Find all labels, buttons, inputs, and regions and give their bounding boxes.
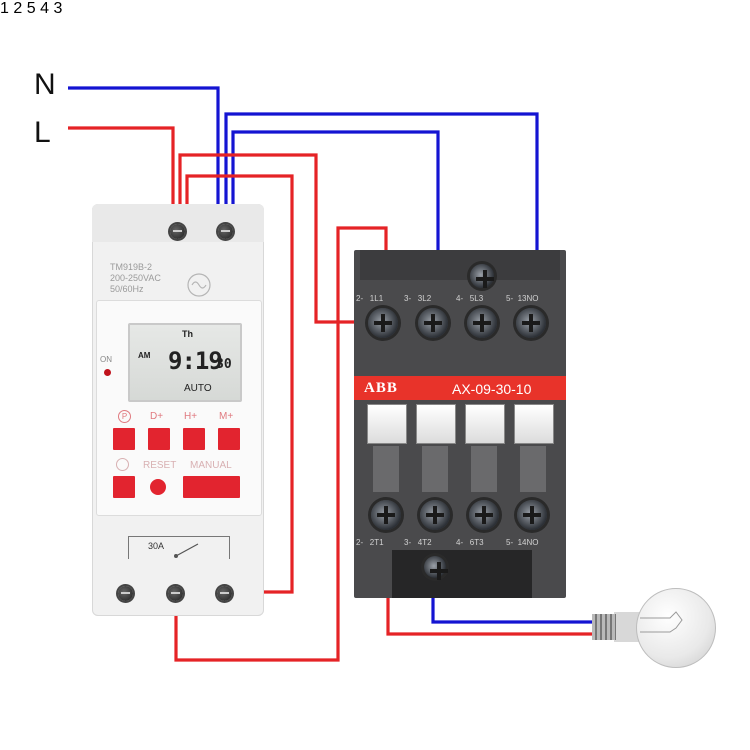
contactor-bottom-terminal-2-label: 3- 4T2 xyxy=(404,538,432,547)
contactor-pole-stem-2 xyxy=(422,446,448,492)
neutral-to-3l2-wire xyxy=(231,130,440,318)
lcd-seconds: 30 xyxy=(216,357,232,372)
d-plus-button[interactable] xyxy=(148,428,170,450)
contactor-2t1-screw xyxy=(371,500,401,530)
contactor-1l1-screw xyxy=(368,308,398,338)
contactor-3l2-screw xyxy=(418,308,448,338)
contactor-base xyxy=(392,550,532,598)
contactor-13no-screw xyxy=(516,308,546,338)
contactor-top-terminal-1-label: 2- 1L1 xyxy=(356,294,384,303)
m-plus-button[interactable] xyxy=(218,428,240,450)
timer-terminal-4-label: 4 xyxy=(40,0,49,17)
bulb-filament-icon xyxy=(640,611,683,633)
live-loop-wire xyxy=(174,226,388,662)
contactor-pole-window-1 xyxy=(367,404,407,444)
manual-button-label: MANUAL xyxy=(190,460,232,471)
timer-frequency: 50/60Hz xyxy=(110,284,144,294)
lcd-mode: AUTO xyxy=(184,383,212,394)
live-main-wire xyxy=(68,126,175,232)
h-plus-button-label: H+ xyxy=(184,411,198,422)
lcd-time: 9:19 xyxy=(168,347,223,375)
m-plus-button-label: M+ xyxy=(219,411,234,422)
on-indicator-led xyxy=(104,369,111,376)
contactor-aux-top-screw xyxy=(470,264,494,288)
timer-terminal-1-screw xyxy=(170,224,185,239)
d-plus-button-label: D+ xyxy=(150,411,164,422)
contactor-top-block xyxy=(360,250,560,280)
timer-model: TM919B-2 xyxy=(110,262,153,272)
timer-voltage: 200-250VAC xyxy=(110,273,161,283)
contactor-pole-stem-3 xyxy=(471,446,497,492)
contactor-pole-window-3 xyxy=(465,404,505,444)
timer-terminal-3-screw xyxy=(217,586,232,601)
contactor-bottom-terminal-3-label: 4- 6T3 xyxy=(456,538,484,547)
clock-icon xyxy=(116,458,129,471)
reset-button[interactable] xyxy=(150,479,166,495)
contactor-top-terminal-3-label: 4- 5L3 xyxy=(456,294,484,303)
live-to-terminal3-wire xyxy=(185,174,294,594)
lcd-ampm: AM xyxy=(138,351,151,360)
timer-specs: TM919B-2 200-250VAC 50/60Hz xyxy=(110,262,161,295)
neutral-main-wire xyxy=(68,86,220,232)
neutral-to-13no-wire xyxy=(224,112,539,272)
live-label: L xyxy=(34,116,51,149)
contactor-5l3-screw xyxy=(467,308,497,338)
h-plus-button[interactable] xyxy=(183,428,205,450)
timer-terminal-5-label: 5 xyxy=(26,0,36,17)
manual-button[interactable] xyxy=(183,476,240,498)
contactor-4t2-screw xyxy=(420,500,450,530)
reset-button-label: RESET xyxy=(143,460,177,471)
contactor-pole-window-2 xyxy=(416,404,456,444)
p-button-label: P xyxy=(118,410,131,423)
contactor-brand-bar xyxy=(354,376,566,400)
on-indicator-label: ON xyxy=(100,355,112,364)
timer-terminal-4-screw xyxy=(168,586,183,601)
relay-rating: 30A xyxy=(146,541,167,551)
relay-switch-icon xyxy=(174,543,199,558)
contactor-bottom-terminal-1-label: 2- 2T1 xyxy=(356,538,384,547)
contactor-bottom-mount-screw xyxy=(424,556,448,580)
lcd-day: Th xyxy=(182,329,193,339)
contactor-pole-stem-1 xyxy=(373,446,399,492)
p-button[interactable] xyxy=(113,428,135,450)
timer-terminal-2-screw xyxy=(218,224,233,239)
contactor-6t3-screw xyxy=(469,500,499,530)
timer-set-button[interactable] xyxy=(113,476,135,498)
contactor-top-terminal-2-label: 3- 3L2 xyxy=(404,294,432,303)
abb-logo: ABB xyxy=(364,380,398,396)
timer-terminal-1-label: 1 xyxy=(0,0,9,17)
timer-lcd-display: Th AM 9:19 30 AUTO xyxy=(128,323,242,402)
bulb-screw-base xyxy=(592,614,616,640)
power-symbol-icon xyxy=(187,273,211,297)
live-wires xyxy=(68,126,598,662)
timer-terminal-3-label: 3 xyxy=(53,0,63,17)
relay-contact-symbol xyxy=(128,536,230,559)
contactor-pole-stem-4 xyxy=(520,446,546,492)
contactor-pole-window-4 xyxy=(514,404,554,444)
neutral-label: N xyxy=(34,68,56,101)
contactor-model: AX-09-30-10 xyxy=(452,381,532,397)
contactor-bottom-terminal-4-label: 5- 14NO xyxy=(506,538,539,547)
timer-terminal-5-screw xyxy=(118,586,133,601)
contactor-top-terminal-4-label: 5- 13NO xyxy=(506,294,539,303)
contactor-14no-screw xyxy=(517,500,547,530)
timer-terminal-2-label: 2 xyxy=(13,0,23,17)
